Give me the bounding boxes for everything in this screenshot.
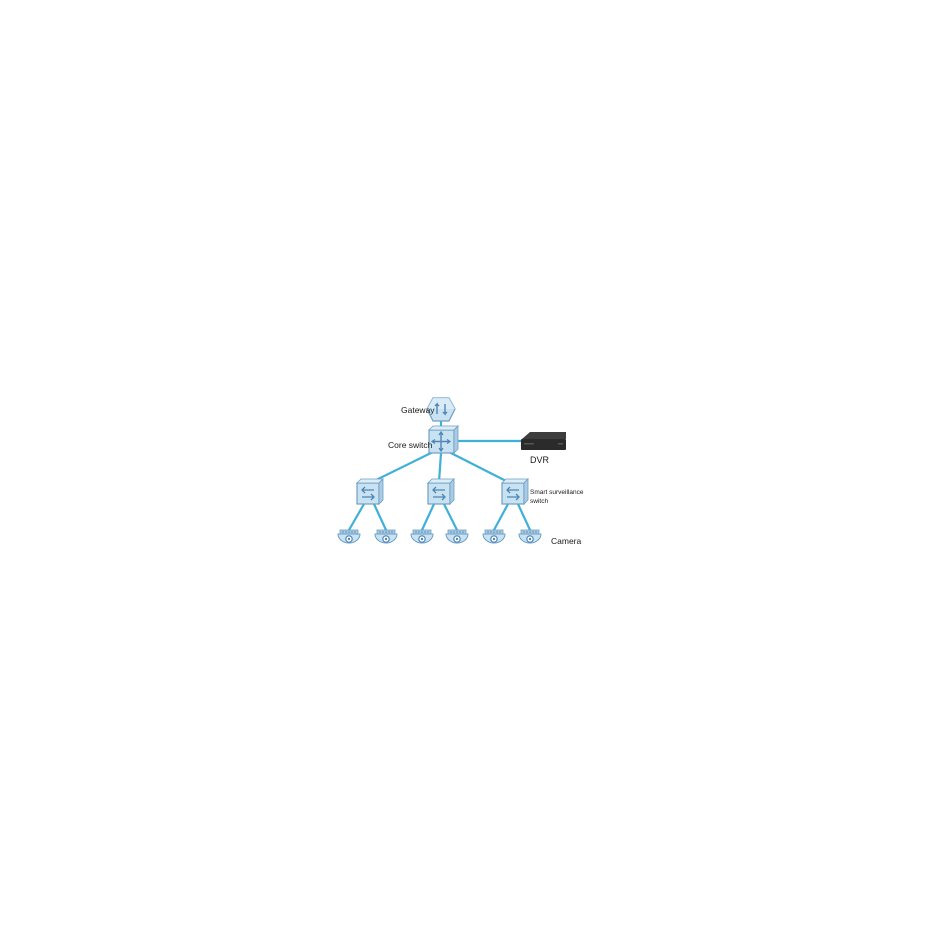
core-switch-label: Core switch <box>388 440 433 450</box>
dome-camera-icon-3 <box>410 529 434 544</box>
link-switch1-cam1 <box>347 502 366 532</box>
connection-links <box>347 418 532 532</box>
dvr-label: DVR <box>530 455 550 465</box>
dome-camera-icon-2 <box>374 529 398 544</box>
smart-switch-label: Smart surveillance switch <box>530 489 584 505</box>
link-switch2-cam3 <box>420 502 436 532</box>
core-switch-icon <box>428 425 459 454</box>
link-core-switch-3 <box>447 450 510 484</box>
gateway-label: Gateway <box>401 405 435 415</box>
dome-camera-icon-6 <box>518 529 542 544</box>
dome-camera-icon-5 <box>482 529 506 544</box>
switch-icon-1 <box>356 478 384 505</box>
switch-icon-3 <box>501 478 529 505</box>
router-icon <box>426 397 456 422</box>
switch-icon-2 <box>427 478 455 505</box>
camera-label: Camera <box>551 536 582 546</box>
dvr-icon <box>521 432 566 450</box>
link-switch2-cam4 <box>442 502 459 532</box>
dome-camera-icon-1 <box>337 529 361 544</box>
link-switch3-cam6 <box>516 502 532 532</box>
link-core-switch-2 <box>437 451 443 484</box>
link-core-switch-1 <box>370 450 435 484</box>
dome-camera-icon-4 <box>445 529 469 544</box>
link-switch1-cam2 <box>372 502 388 532</box>
link-switch3-cam5 <box>492 502 510 532</box>
